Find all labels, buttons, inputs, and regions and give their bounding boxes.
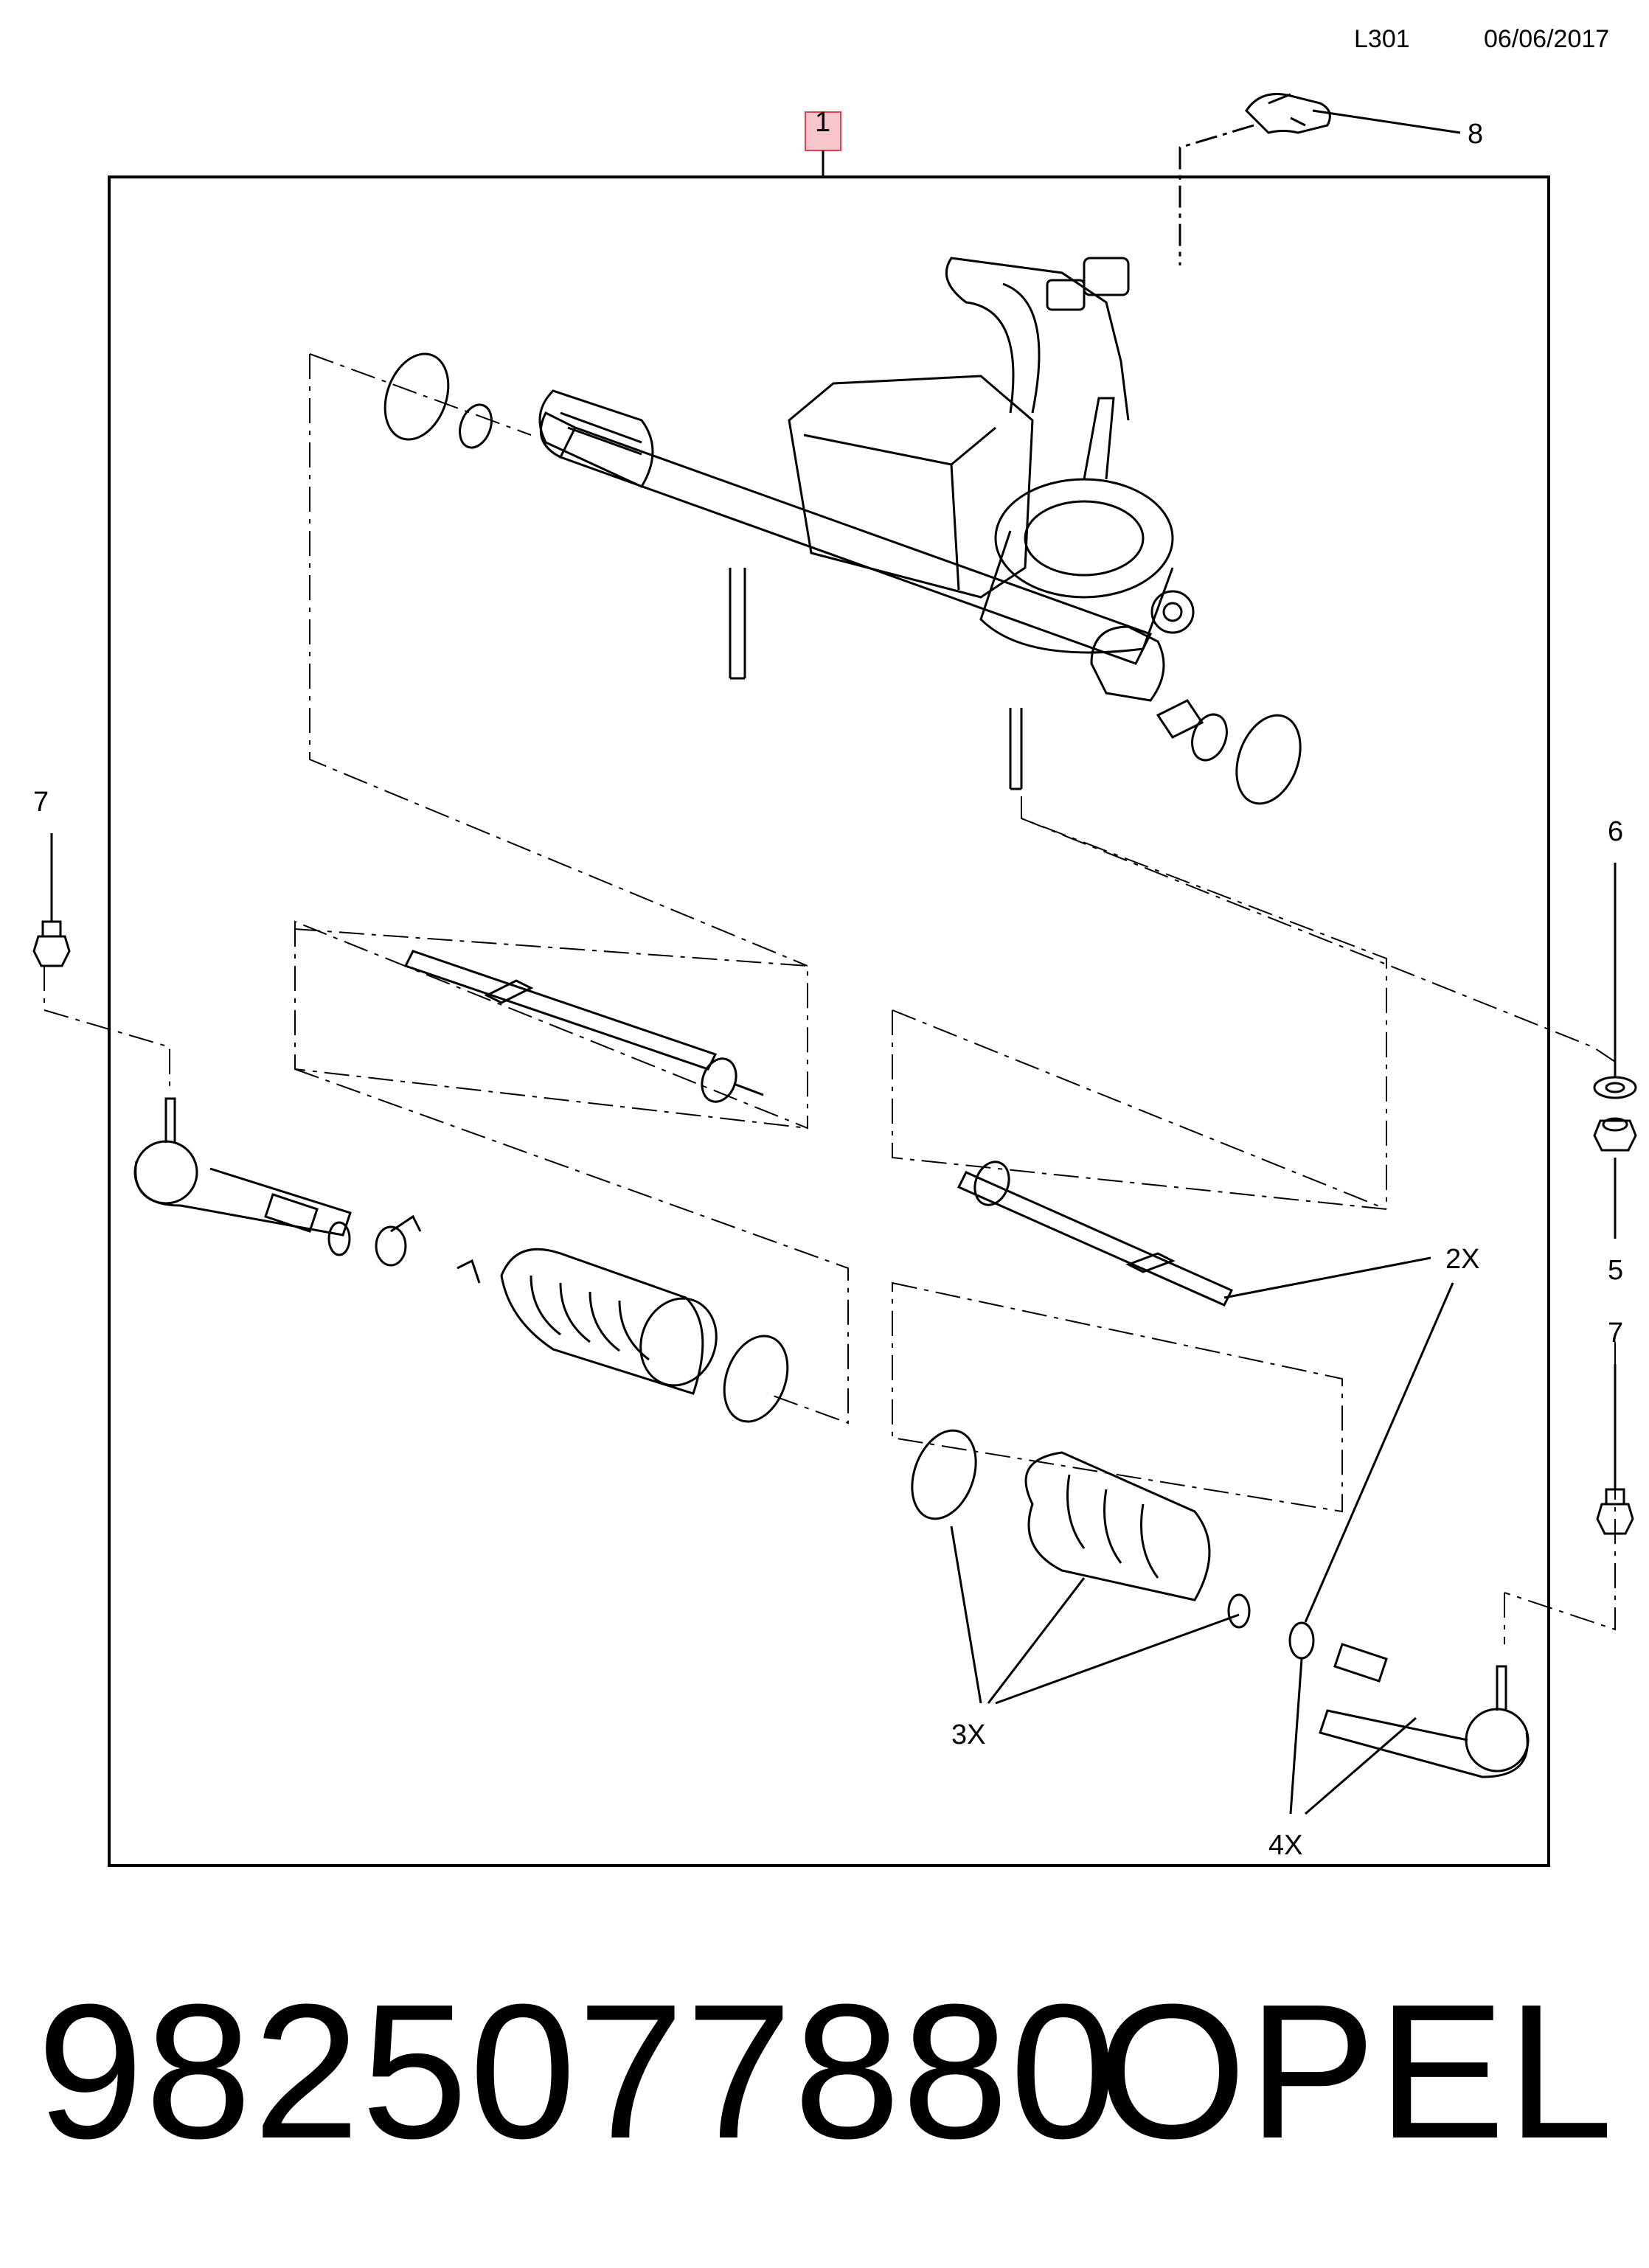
callout-6: 6 xyxy=(1608,816,1623,847)
boot-left xyxy=(375,1214,789,1423)
boot-right xyxy=(911,1429,1315,1660)
callout-2x: 2X xyxy=(1445,1244,1479,1275)
steering-gear-assembly xyxy=(538,257,1204,790)
callout-8: 8 xyxy=(1468,119,1483,150)
washer-6 xyxy=(1593,1076,1637,1099)
inner-tie-rod-right xyxy=(957,1161,1234,1307)
callout-1: 1 xyxy=(815,107,830,138)
callout-7-left: 7 xyxy=(33,787,49,818)
callout-3x: 3X xyxy=(951,1719,985,1750)
outer-tie-rod-left xyxy=(133,1097,352,1256)
callout-5: 5 xyxy=(1608,1255,1623,1286)
diagram-frame xyxy=(108,175,1550,1867)
part-number: 9825077880 xyxy=(37,1965,1118,2179)
steering-rack-diagram: 1 8 xyxy=(32,93,1637,1867)
nut-7-left xyxy=(32,920,71,967)
seal-rings-left xyxy=(383,352,493,449)
diagram-code: L301 xyxy=(1354,25,1410,53)
callout-7-right: 7 xyxy=(1608,1318,1623,1349)
diagram-date: 06/06/2017 xyxy=(1484,25,1610,53)
leader-lines xyxy=(44,353,1616,1644)
inner-tie-rod-left xyxy=(403,950,764,1103)
clip-8 xyxy=(1245,93,1331,134)
outer-tie-rod-right xyxy=(1319,1643,1530,1778)
callout-4x: 4X xyxy=(1268,1830,1302,1861)
brand-name: OPEL xyxy=(1097,1965,1615,2179)
nut-5 xyxy=(1593,1117,1637,1152)
nut-7-right xyxy=(1596,1488,1634,1535)
seal-rings-right xyxy=(1191,713,1302,805)
